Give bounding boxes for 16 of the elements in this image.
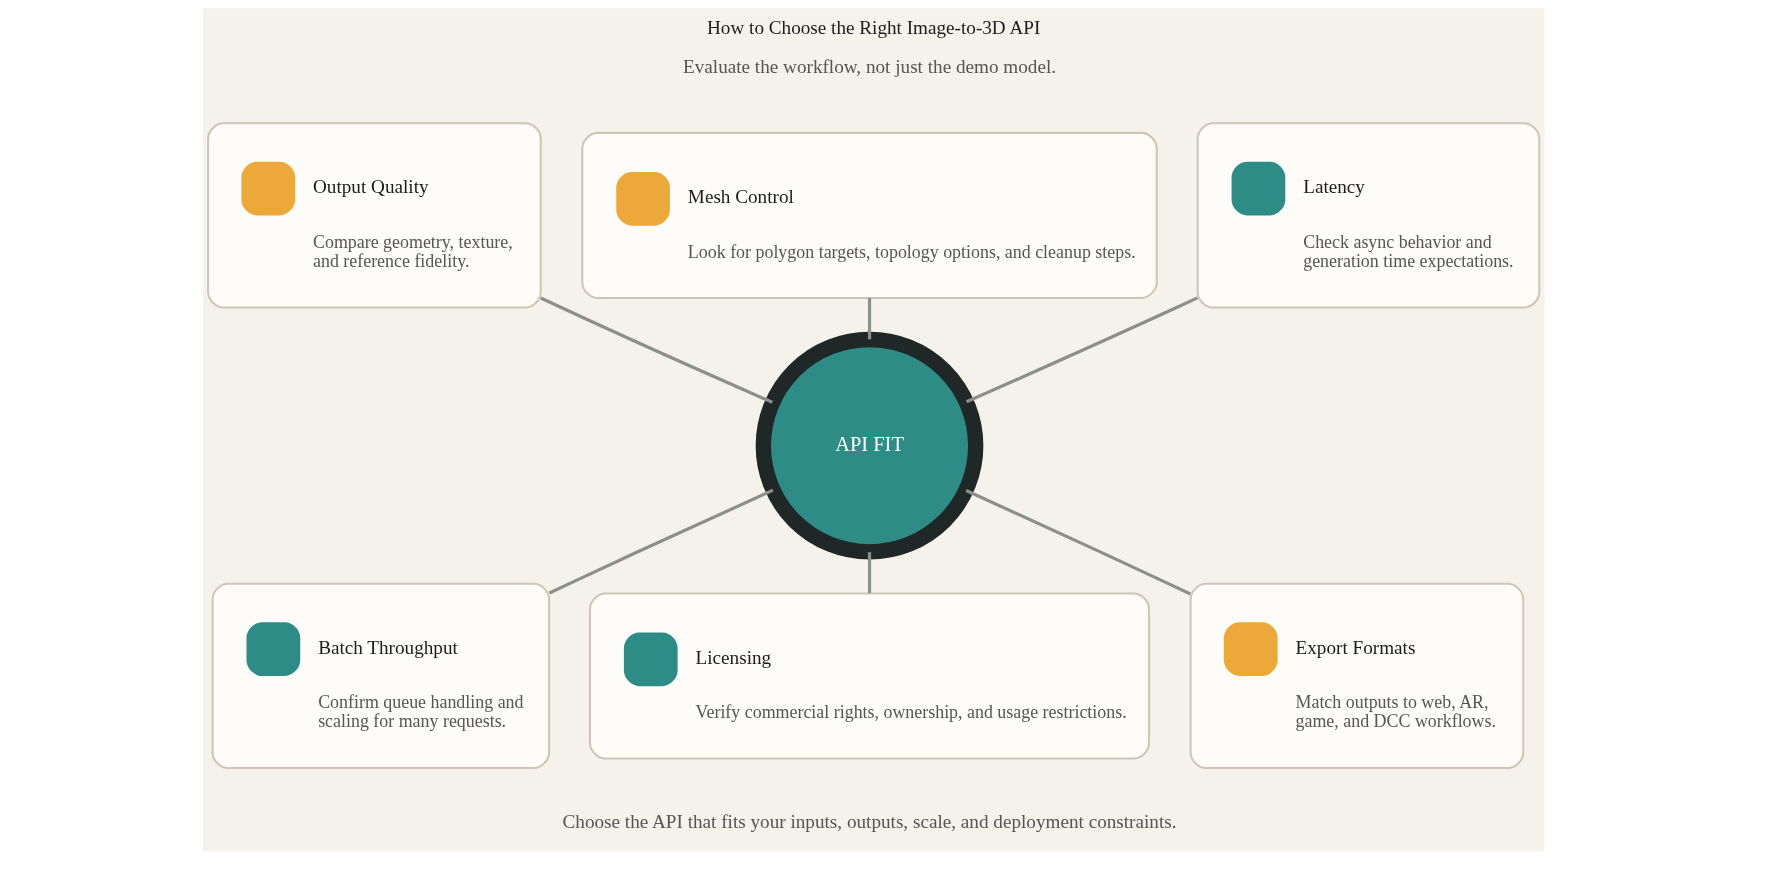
node-box: Output Quality Compare geometry, texture, and reference fidelity. bbox=[206, 122, 542, 309]
node-box: Licensing Verify commercial rights, ownership, and usage restrictions. bbox=[588, 592, 1150, 760]
connector bbox=[965, 296, 1198, 404]
connector bbox=[548, 488, 773, 595]
node-circle: API FIT bbox=[755, 331, 983, 560]
label: Evaluate the workflow, not just the demo model. bbox=[682, 55, 1056, 77]
connector bbox=[965, 489, 1191, 596]
caption: Choose the API that fits your inputs, outputs, scale, and deployment constraints. bbox=[562, 810, 1177, 832]
node-box: Latency Check async behavior and generation time expectations. bbox=[1196, 122, 1540, 309]
node-box: Batch Throughput Confirm queue handling and scaling for many requests. bbox=[211, 582, 550, 770]
connector bbox=[867, 297, 871, 340]
connector bbox=[539, 296, 773, 404]
diagram-title: How to Choose the Right Image-to-3D API bbox=[706, 16, 1040, 38]
node-box: Mesh Control Look for polygon targets, topology options, and cleanup steps. bbox=[580, 131, 1158, 299]
connector bbox=[867, 552, 871, 594]
node-box: Export Formats Match outputs to web, AR, game, and DCC workflows. bbox=[1189, 582, 1524, 770]
